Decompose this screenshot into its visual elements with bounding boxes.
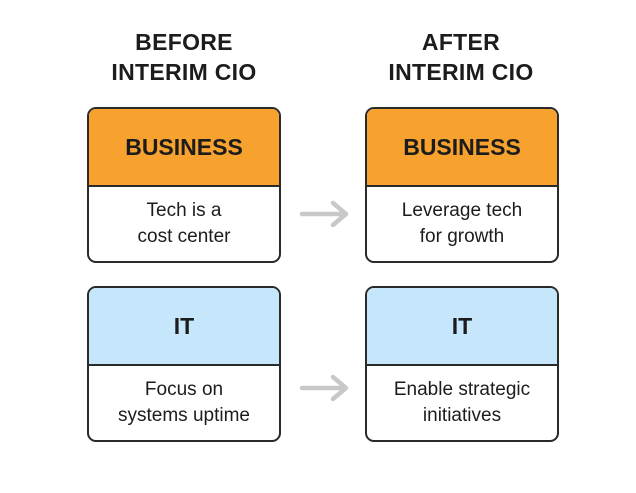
business-after-card: BUSINESS Leverage tech for growth: [365, 107, 559, 263]
it-before-header: IT: [89, 288, 279, 366]
business-before-card: BUSINESS Tech is a cost center: [87, 107, 281, 263]
after-column-heading: AFTER INTERIM CIO: [361, 27, 561, 87]
it-after-description: Enable strategic initiatives: [367, 366, 557, 440]
before-heading-line1: BEFORE: [135, 29, 233, 55]
before-heading-line2: INTERIM CIO: [111, 59, 257, 85]
business-before-line1: Tech is a: [146, 200, 222, 221]
it-after-header: IT: [367, 288, 557, 366]
it-after-line1: Enable strategic: [393, 379, 531, 400]
business-before-line2: cost center: [137, 226, 231, 247]
it-after-card: IT Enable strategic initiatives: [365, 286, 559, 442]
business-before-header: BUSINESS: [89, 109, 279, 187]
business-after-line2: for growth: [419, 226, 505, 247]
business-after-line1: Leverage tech: [401, 200, 523, 221]
business-after-header: BUSINESS: [367, 109, 557, 187]
it-before-line1: Focus on: [144, 379, 224, 400]
right-arrow-icon: [299, 374, 349, 402]
it-before-line2: systems uptime: [118, 405, 250, 426]
it-before-description: Focus on systems uptime: [89, 366, 279, 440]
it-before-card: IT Focus on systems uptime: [87, 286, 281, 442]
business-before-description: Tech is a cost center: [89, 187, 279, 261]
right-arrow-icon: [299, 200, 349, 228]
business-after-description: Leverage tech for growth: [367, 187, 557, 261]
before-column-heading: BEFORE INTERIM CIO: [84, 27, 284, 87]
after-heading-line2: INTERIM CIO: [388, 59, 534, 85]
after-heading-line1: AFTER: [421, 29, 501, 55]
it-after-line2: initiatives: [422, 405, 502, 426]
